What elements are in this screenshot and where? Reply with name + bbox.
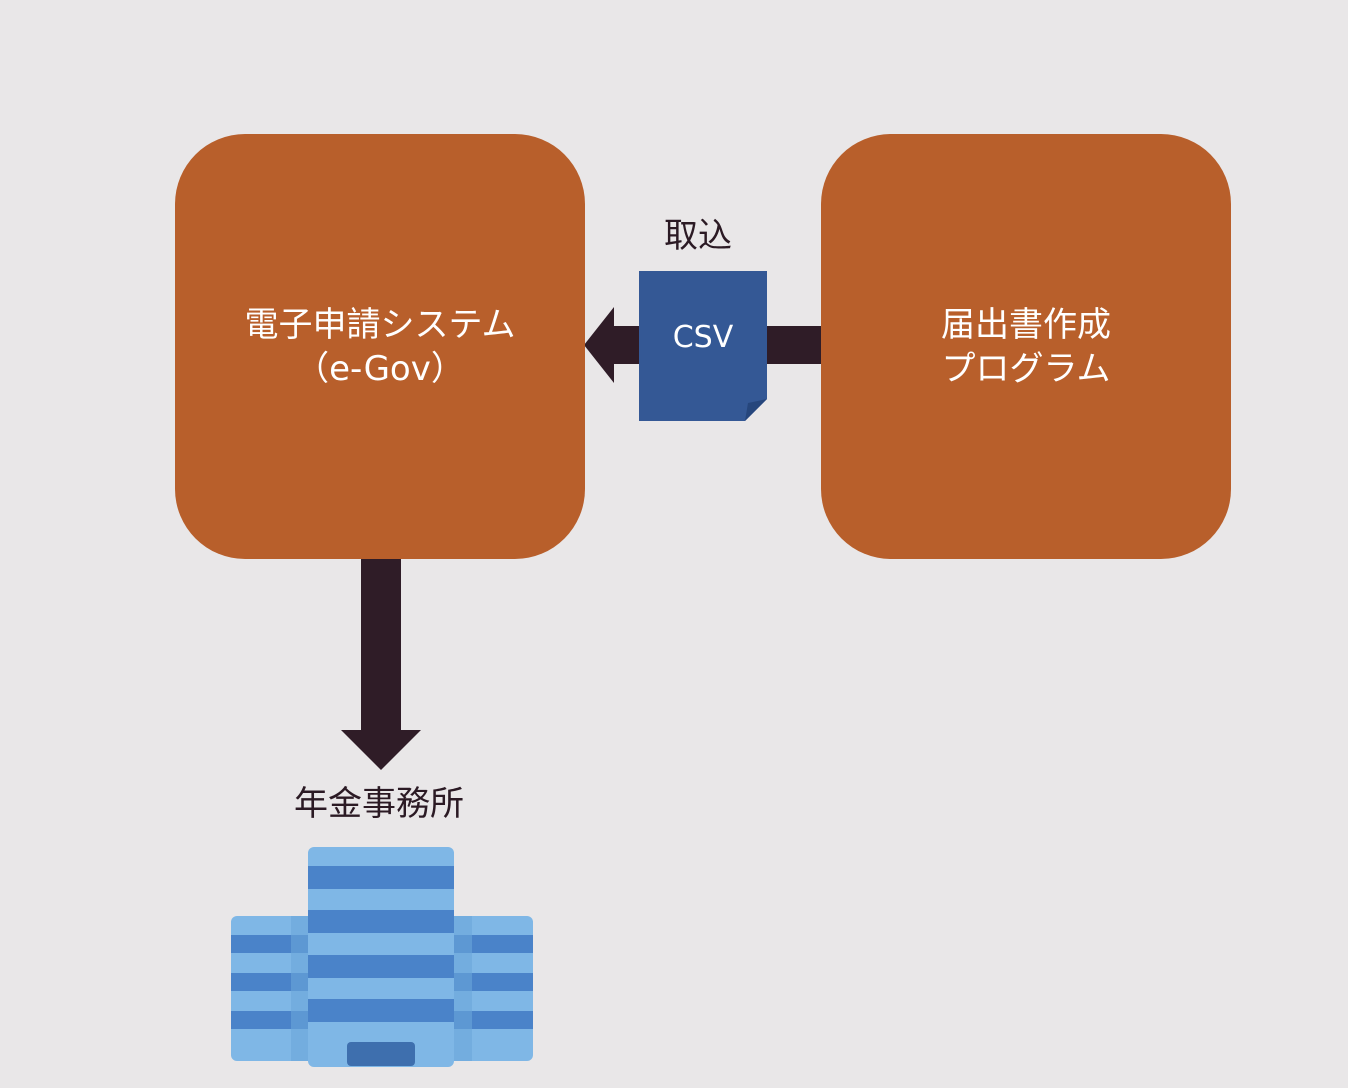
egov-box-line1: 電子申請システム — [244, 304, 516, 345]
form-creation-program-box: 届出書作成 プログラム — [821, 134, 1231, 559]
egov-box-line2: （e-Gov） — [295, 348, 465, 389]
program-box-line1: 届出書作成 — [941, 304, 1111, 345]
csv-document-icon — [639, 271, 767, 421]
pension-office-label: 年金事務所 — [294, 784, 464, 824]
import-label: 取込 — [664, 216, 732, 256]
egov-system-box: 電子申請システム （e-Gov） — [175, 134, 585, 559]
csv-label: CSV — [672, 320, 734, 355]
program-box-line2: プログラム — [941, 348, 1111, 389]
arrow-down-icon — [341, 558, 421, 770]
